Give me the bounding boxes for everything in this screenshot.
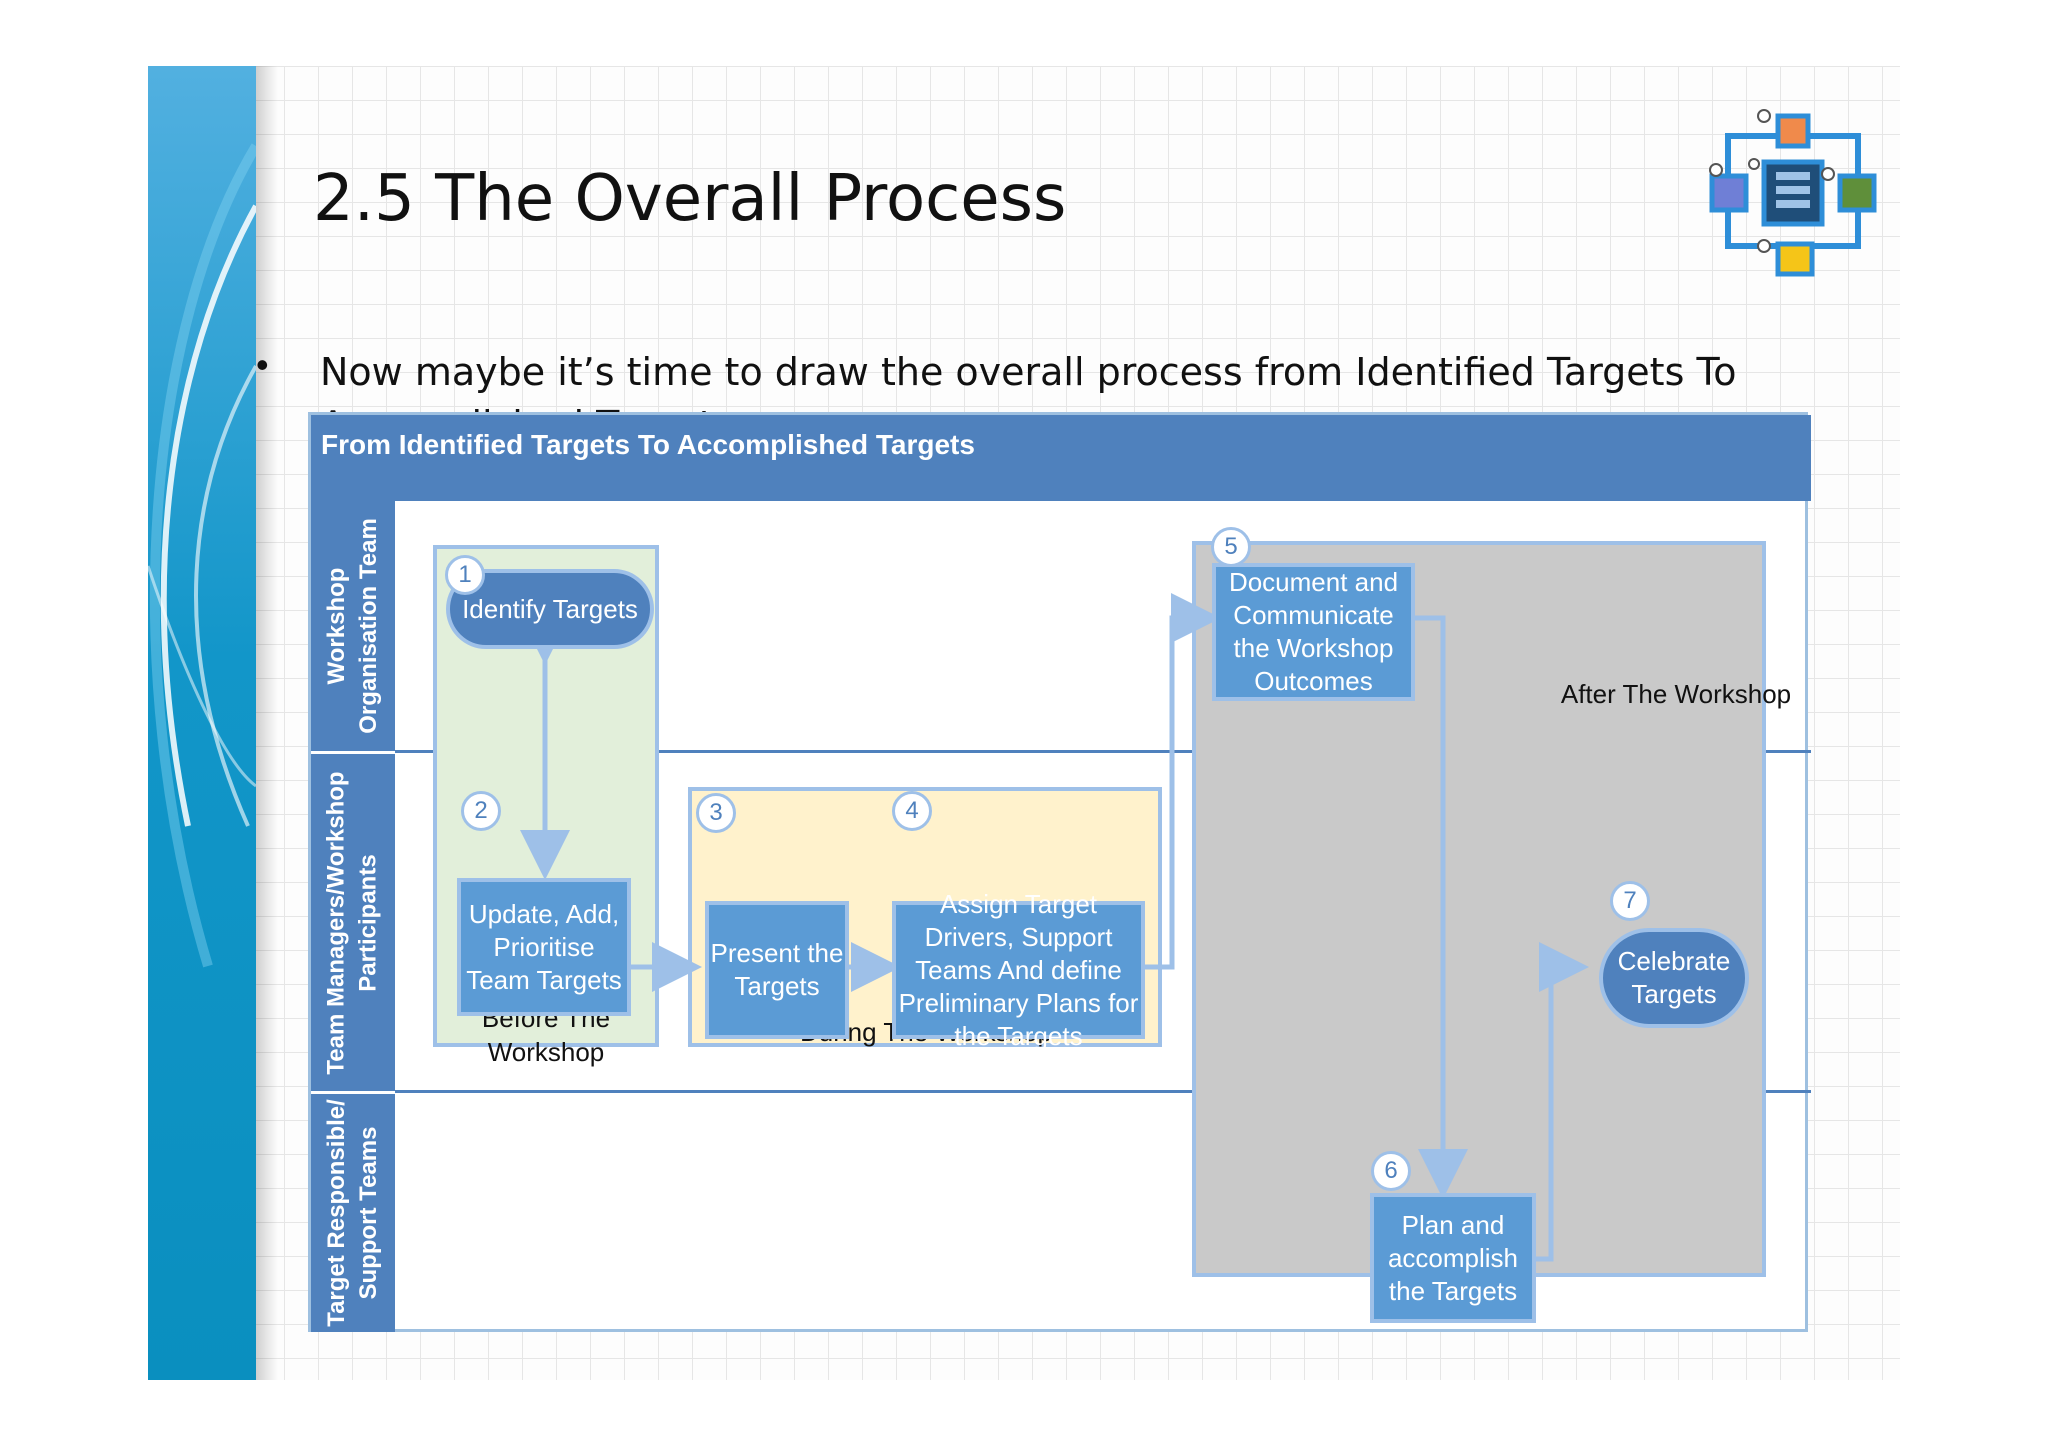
lane-divider [395, 750, 1811, 753]
step-number-6: 6 [1371, 1151, 1411, 1191]
lane-team-managers: Team Managers/Workshop Participants [311, 754, 395, 1091]
step-3-present-targets: Present the Targets [705, 901, 849, 1039]
lane-divider [395, 1090, 1811, 1093]
step-number-3: 3 [696, 793, 736, 833]
decorative-sidebar [148, 66, 256, 1380]
lane-label-support: Target Responsible/ Support Teams [323, 1099, 383, 1327]
step-1-identify-targets: Identify Targets [446, 569, 654, 649]
step-7-celebrate-targets: Celebrate Targets [1599, 928, 1749, 1028]
lane-support-teams: Target Responsible/ Support Teams [311, 1094, 395, 1332]
diagram-header: From Identified Targets To Accomplished … [311, 415, 1811, 501]
lane-label-organisation: Workshop Organisation Team [323, 518, 383, 734]
diagram-title: From Identified Targets To Accomplished … [321, 429, 975, 460]
bullet-marker: • [256, 344, 269, 385]
sidebar-shadow [256, 66, 278, 1380]
swimlane-diagram: From Identified Targets To Accomplished … [308, 412, 1811, 1332]
step-number-2: 2 [461, 791, 501, 831]
process-logo-icon [1709, 109, 1877, 277]
step-5-document-outcomes: Document and Communicate the Workshop Ou… [1212, 563, 1415, 701]
step-number-7: 7 [1610, 881, 1650, 921]
swoosh-graphic [148, 143, 256, 968]
step-number-5: 5 [1211, 527, 1251, 567]
step-number-1: 1 [445, 555, 485, 595]
lane-workshop-organisation-team: Workshop Organisation Team [311, 501, 395, 751]
phase-label-after: After The Workshop [1560, 679, 1792, 709]
slide-title: 2.5 The Overall Process [313, 162, 1067, 236]
lane-label-managers: Team Managers/Workshop Participants [323, 770, 382, 1075]
step-4-assign-drivers: Assign Target Drivers, Support Teams And… [892, 889, 1145, 1051]
step-number-4: 4 [892, 791, 932, 831]
step-6-plan-accomplish: Plan and accomplish the Targets [1370, 1193, 1536, 1323]
step-2-update-prioritise: Update, Add, Prioritise Team Targets [457, 878, 631, 1016]
slide: 2.5 The Overall Process • Now maybe it’s… [148, 66, 1900, 1380]
